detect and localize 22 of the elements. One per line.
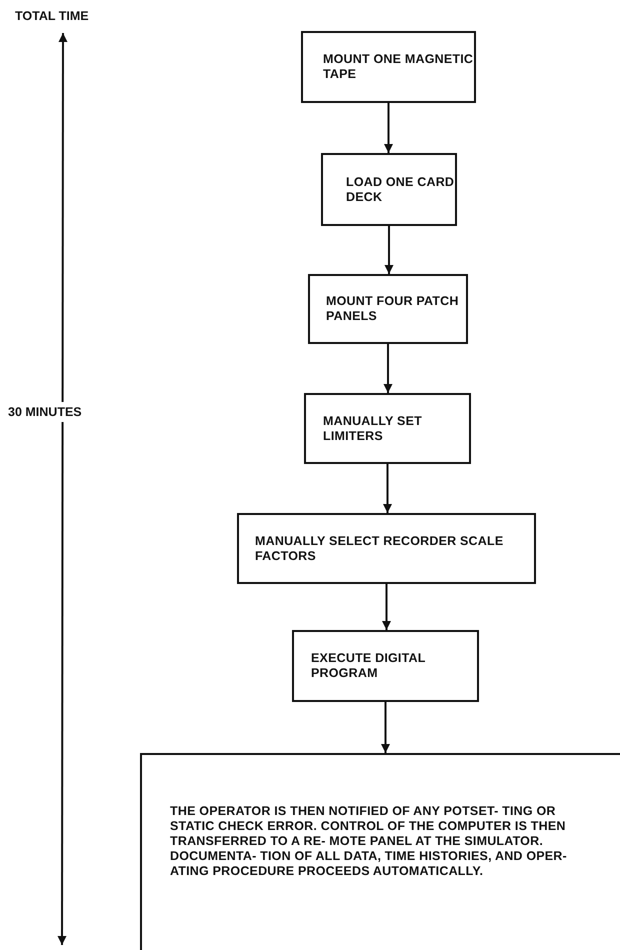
process-box bbox=[292, 630, 479, 702]
process-box bbox=[308, 274, 468, 344]
step-text: THE OPERATOR IS THEN NOTIFIED OF ANY POTSET- TING OR STATIC CHECK ERROR. CONTROL OF THE COMPUTER IS THEN TRANSFERRED TO A RE- MOTE PANEL AT THE SIMULATOR. DOCUMENTA- TION OF ALL DATA, TIME HISTORIES, AND OPER- ATING PROCEDURE PROCEEDS AUTOMATICALLY. bbox=[170, 804, 568, 879]
process-box bbox=[304, 393, 471, 464]
arrow bbox=[384, 103, 393, 153]
arrow bbox=[381, 702, 390, 753]
arrow bbox=[383, 464, 392, 513]
step-text: EXECUTE DIGITAL PROGRAM bbox=[311, 651, 426, 681]
step-text: MANUALLY SELECT RECORDER SCALE FACTORS bbox=[255, 534, 504, 564]
step-text: MOUNT FOUR PATCH PANELS bbox=[326, 294, 460, 324]
step-text: LOAD ONE CARD DECK bbox=[346, 174, 455, 204]
arrow bbox=[382, 584, 391, 630]
step-text: MOUNT ONE MAGNETIC TAPE bbox=[323, 52, 474, 82]
process-box bbox=[301, 31, 476, 103]
arrow bbox=[384, 226, 394, 274]
axis-label: TOTAL TIME bbox=[15, 9, 89, 23]
axis-label: 30 MINUTES bbox=[8, 402, 82, 422]
process-box bbox=[321, 153, 457, 226]
process-box bbox=[237, 513, 536, 584]
description-box bbox=[140, 753, 620, 950]
step-text: MANUALLY SET LIMITERS bbox=[323, 414, 423, 444]
arrow bbox=[384, 344, 392, 393]
